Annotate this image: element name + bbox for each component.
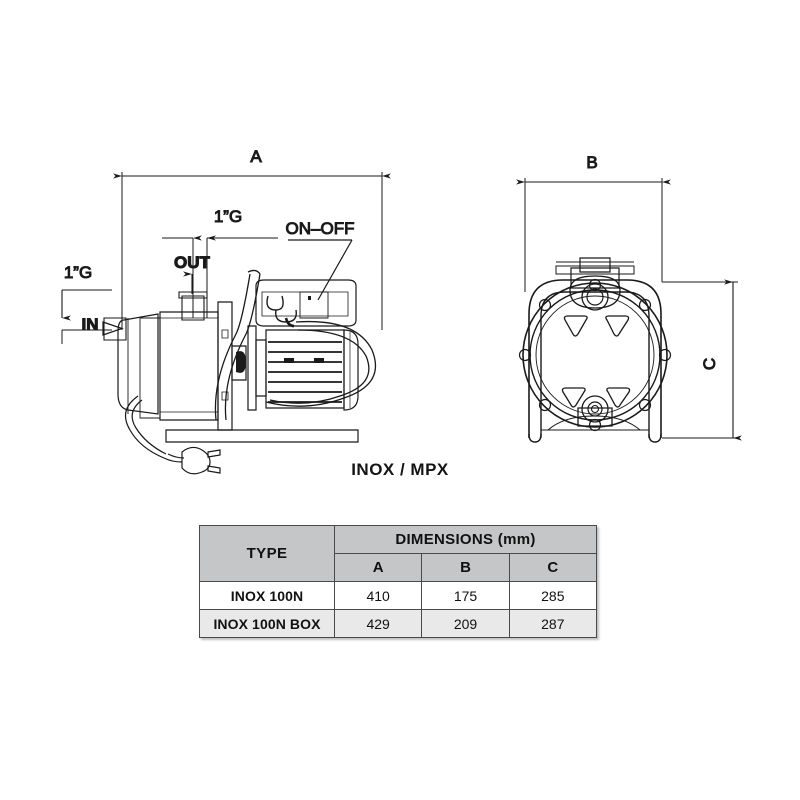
flow-arrow-in: [102, 321, 124, 336]
table-subheader-row: A B C: [200, 553, 598, 582]
dimensions-table: TYPE DIMENSIONS (mm) A B C INOX 100N 410…: [199, 525, 598, 638]
pump-side-view: [103, 269, 377, 443]
port-in-label: IN: [82, 315, 99, 334]
drawing-caption: INOX / MPX: [351, 460, 449, 479]
dimension-c-group: [662, 279, 742, 441]
pump-end-view: [518, 257, 672, 443]
row-1-type: INOX 100N BOX: [199, 609, 335, 638]
row-0-type: INOX 100N: [199, 581, 335, 610]
row-0-a: 410: [333, 581, 423, 610]
thread-in-label: 1”G: [64, 263, 92, 282]
subheader-b: B: [421, 553, 510, 582]
dimension-a-label: A: [250, 147, 262, 166]
table-row: INOX 100N BOX 429 209 287: [199, 609, 598, 638]
header-dimensions: DIMENSIONS (mm): [334, 525, 597, 554]
table-row: INOX 100N 410 175 285: [199, 581, 598, 610]
power-cord: [124, 395, 185, 463]
dimension-a-group: [113, 172, 391, 330]
port-out-label: OUT: [174, 253, 211, 272]
dimension-out-group: [162, 235, 278, 318]
switch-label: ON–OFF: [286, 219, 355, 238]
dimension-b-label: B: [586, 153, 597, 172]
header-type: TYPE: [199, 525, 335, 582]
row-1-c: 287: [508, 609, 598, 638]
thread-out-label: 1”G: [214, 207, 242, 226]
table-header-row: TYPE DIMENSIONS (mm): [199, 525, 597, 582]
dimension-c-label: C: [700, 358, 719, 370]
row-1-a: 429: [333, 609, 423, 638]
row-1-b: 209: [421, 609, 510, 638]
row-0-c: 285: [508, 581, 598, 610]
power-plug: [181, 446, 221, 475]
subheader-c: C: [508, 553, 598, 582]
row-0-b: 175: [421, 581, 510, 610]
dimension-b-group: [516, 178, 671, 292]
subheader-a: A: [333, 553, 423, 582]
